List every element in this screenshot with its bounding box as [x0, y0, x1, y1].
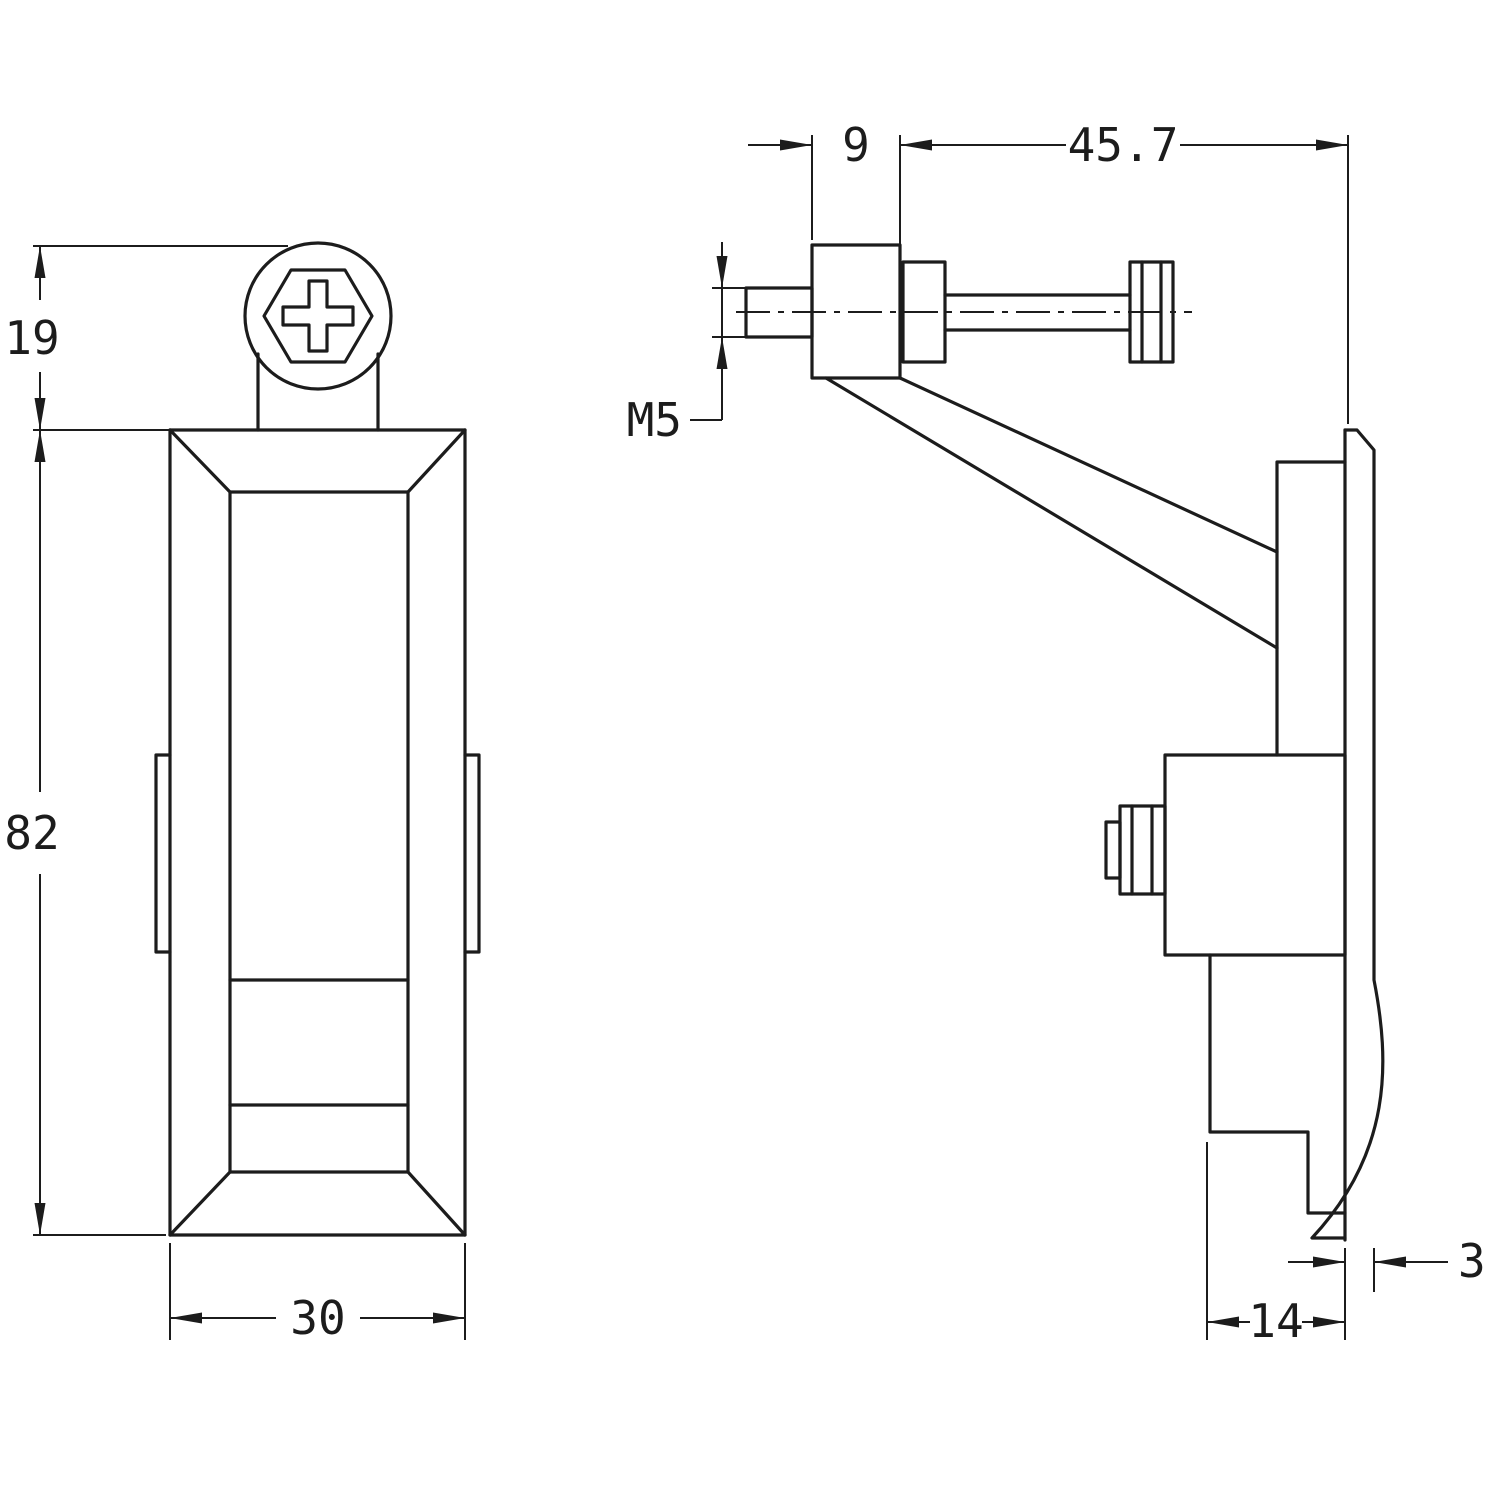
housing-bolt-head [1118, 804, 1167, 896]
housing-bolt-stub [1104, 820, 1122, 880]
button-split-lines [228, 978, 410, 1107]
extension-line [169, 1243, 466, 1340]
dim-body-width: 30 [169, 1243, 466, 1345]
dim-label-body-width: 30 [290, 1291, 345, 1345]
bracket-block [810, 243, 902, 380]
housing-bolt-facets [1130, 804, 1154, 896]
side-view [736, 243, 1385, 1242]
dim-label-thread-size: M5 [627, 393, 682, 447]
latch-button-front [228, 490, 410, 1174]
body-upper-edge [1275, 460, 1347, 757]
screw-head-circle [243, 241, 393, 391]
dim-mount-depth: 14 [1206, 1142, 1345, 1348]
screw-tab-lines [256, 352, 380, 432]
dim-label-bracket-offset: 9 [842, 118, 870, 172]
dim-label-panel-thickness: 3 [1458, 1234, 1486, 1288]
screw-hex-icon [262, 268, 374, 364]
dim-label-bolt-length: 45.7 [1068, 118, 1179, 172]
bolt-head [1128, 260, 1175, 364]
latch-arm [824, 376, 1279, 650]
latch-housing-side [1163, 753, 1347, 957]
dim-bracket-offset-and-length: 9 45.7 [748, 118, 1349, 424]
dim-panel-thickness: 3 [1288, 1234, 1486, 1340]
bolt-shaft [943, 293, 1132, 332]
dim-label-mount-depth: 14 [1248, 1294, 1303, 1348]
dim-thread-size: M5 [627, 242, 748, 447]
phillips-cross-icon [281, 279, 355, 353]
dim-label-head-height: 19 [4, 311, 59, 365]
dim-body-height: 82 [4, 430, 166, 1236]
extension-line [1344, 1248, 1375, 1340]
dim-head-height: 19 [4, 245, 288, 431]
front-view [154, 241, 481, 1237]
body-foot-steps [1208, 953, 1347, 1215]
latch-bezel-front [168, 428, 467, 1237]
bolt-head-facets [1140, 260, 1163, 364]
dim-label-body-height: 82 [4, 806, 59, 860]
side-mount-tabs [154, 753, 481, 954]
panel-flange-outline [1310, 428, 1385, 1240]
bolt-nut [901, 260, 947, 364]
bezel-chamfer-lines [168, 428, 467, 1237]
extension-line [811, 135, 1349, 424]
